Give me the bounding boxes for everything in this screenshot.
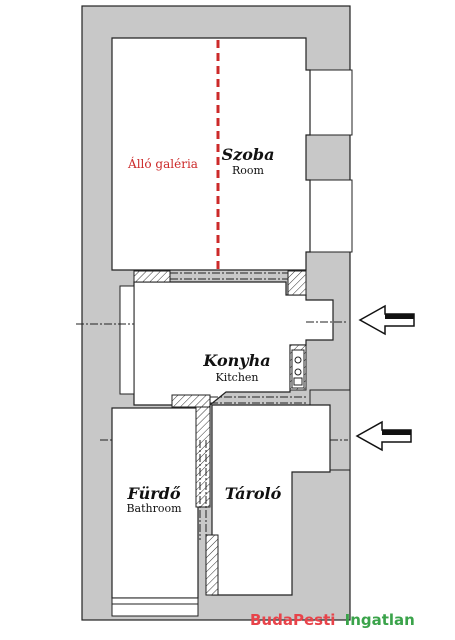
room-tarolo-name: Tároló (225, 484, 282, 503)
room-furdo-name: Fürdő (127, 484, 181, 503)
room-szoba-floor (111, 37, 311, 271)
entrance-arrow-icon (358, 304, 415, 336)
room-konyha-name: Konyha (202, 351, 270, 370)
room-szoba-name: Szoba (222, 145, 275, 164)
gallery-label: Álló galéria (127, 156, 198, 171)
room-konyha-sub: Kitchen (216, 371, 259, 384)
room-furdo-sub: Bathroom (126, 502, 182, 515)
door-lines (76, 272, 348, 540)
room-furdo-floor (111, 407, 199, 599)
kitchen-counter (291, 349, 305, 389)
entrance-arrow-icon (355, 420, 412, 452)
left-passage (119, 285, 135, 395)
room-szoba-sub: Room (232, 164, 265, 177)
watermark-logo: BudaPesti Ingatlan (250, 611, 415, 629)
watermark-part2: Ingatlan (345, 611, 415, 629)
bottom-window (111, 597, 199, 617)
room-floors (111, 37, 334, 599)
watermark-part1: BudaPesti (250, 611, 335, 629)
